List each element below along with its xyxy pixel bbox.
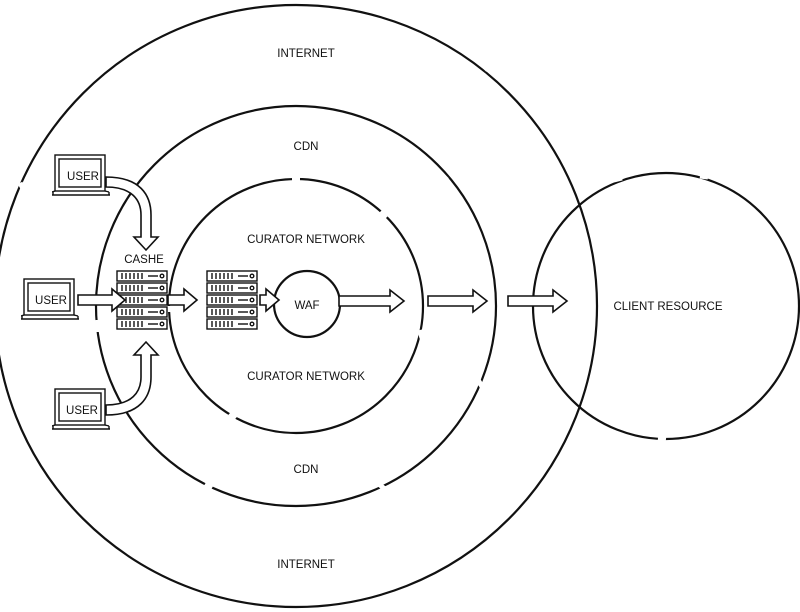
ring-gaps — [17, 60, 709, 552]
user-laptop-bottom: USER — [52, 388, 110, 430]
cache-label: CASHE — [124, 254, 164, 266]
cdn-label-bottom: CDN — [294, 464, 319, 476]
curator-server-stack — [206, 270, 258, 330]
waf-label: WAF — [294, 300, 319, 312]
client-resource-label: CLIENT RESOURCE — [613, 301, 722, 313]
cdn-label-top: CDN — [294, 141, 319, 153]
user-laptop-top: USER — [52, 154, 110, 196]
user-laptop-middle: USER — [21, 278, 79, 320]
arrow-middle-user-to-cache — [77, 287, 127, 313]
internet-ring — [0, 3, 599, 609]
arrow-waf-out — [338, 288, 406, 314]
curator-network-label-bottom: CURATOR NETWORK — [247, 371, 365, 383]
arrow-to-client-resource — [507, 288, 569, 314]
arrow-cache-to-curator — [167, 287, 199, 313]
arrow-top-user-to-cache — [105, 176, 160, 252]
curator-network-label-top: CURATOR NETWORK — [247, 234, 365, 246]
flow-arrows — [77, 176, 569, 416]
arrow-bottom-user-to-cache — [105, 340, 160, 416]
arrow-cdn-out — [427, 288, 489, 314]
arrow-curator-to-waf — [259, 287, 281, 313]
internet-label-top: INTERNET — [277, 48, 335, 60]
user-label: USER — [35, 295, 67, 307]
cdn-ring — [94, 104, 498, 508]
user-label: USER — [66, 405, 98, 417]
internet-label-bottom: INTERNET — [277, 559, 335, 571]
user-label: USER — [67, 171, 99, 183]
